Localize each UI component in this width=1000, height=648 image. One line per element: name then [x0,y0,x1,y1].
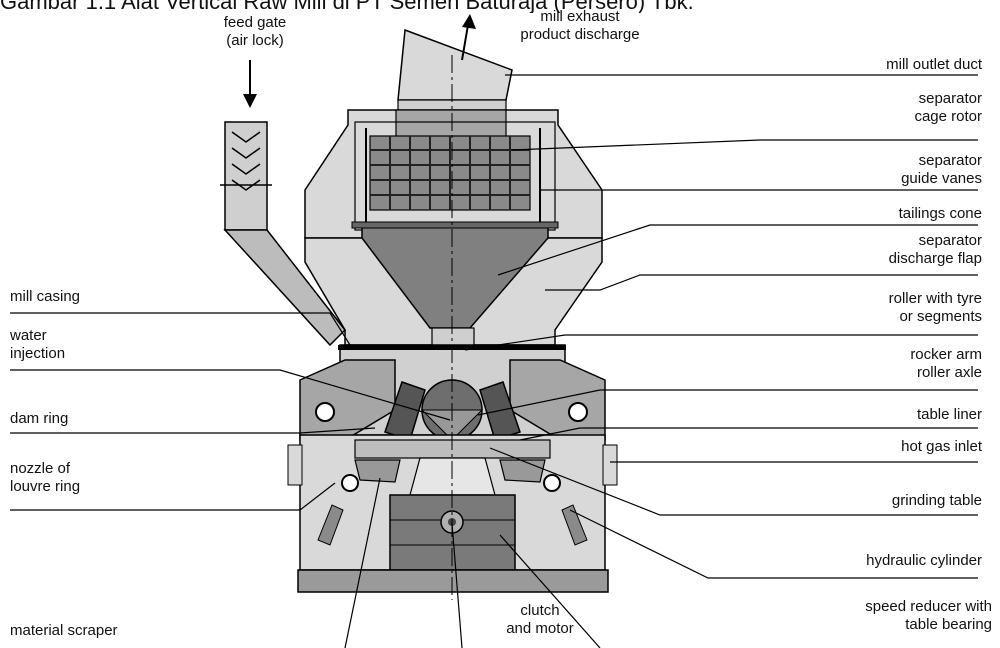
label-material-scraper: material scraper [10,622,118,639]
label-nozzle-louvre-ring: nozzle of louvre ring [10,460,81,495]
hot-gas-inlet-left [287,444,303,486]
label-water-injection: water injection [10,327,66,362]
label-table-liner: table liner [916,406,982,423]
leader-lines [10,74,978,648]
figure-title: Gambar 1.1 Alat Vertical Raw Mill di PT … [0,0,694,13]
exhaust-arrow [462,14,476,29]
roller-axle-right [568,402,588,422]
hydraulic-cylinder-left [317,504,344,546]
label-clutch-and-motor: clutch and motor [506,602,574,637]
label-separator-discharge-flap: separator discharge flap [888,232,982,267]
label-grinding-table: grinding table [891,492,982,509]
roller-axle-left [315,402,335,422]
feed-arrow [243,94,257,108]
base-plate [297,569,609,593]
hydraulic-cylinder-right [561,504,588,546]
label-mill-outlet-duct: mill outlet duct [886,56,982,73]
label-mill-exhaust: mill exhaust product discharge [520,8,640,43]
scraper-right [499,459,546,483]
label-separator-cage-rotor: separator cage rotor [914,90,982,125]
label-hydraulic-cylinder: hydraulic cylinder [866,552,982,569]
label-speed-reducer: speed reducer with table bearing [865,598,992,633]
label-separator-guide-vanes: separator guide vanes [901,152,982,187]
label-dam-ring: dam ring [10,410,69,427]
label-roller-with-tyre: roller with tyre or segments [888,290,982,325]
tailings-cone-rim [351,221,559,229]
feed-chute [220,121,346,347]
label-mill-casing: mill casing [10,288,81,305]
label-tailings-cone: tailings cone [898,205,982,222]
label-feed-gate: feed gate (air lock) [223,14,287,49]
scraper-left [354,459,401,483]
label-hot-gas-inlet: hot gas inlet [901,438,982,455]
label-rocker-arm: rocker arm roller axle [910,346,982,381]
hot-gas-inlet-right [602,444,618,486]
separator-cage-rotor [369,135,531,211]
